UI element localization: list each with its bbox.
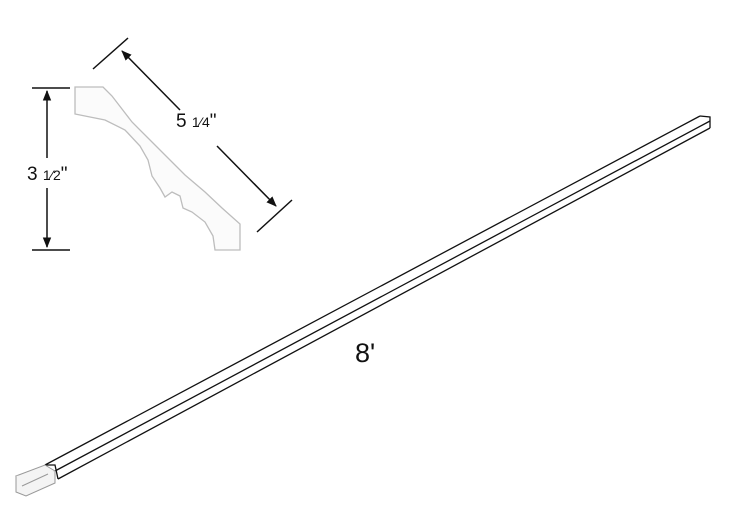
width-whole: 5 xyxy=(176,111,187,132)
width-fraction: 1⁄4 xyxy=(191,114,210,130)
width-dimension-lines xyxy=(92,37,293,233)
length-label: 8' xyxy=(355,338,376,368)
height-label: 3 1⁄2" xyxy=(27,164,68,186)
rail-end-profile xyxy=(15,464,57,497)
width-label: 5 1⁄4" xyxy=(176,111,217,133)
width-unit: " xyxy=(209,111,217,132)
height-unit: " xyxy=(60,164,68,185)
height-fraction: 1⁄2 xyxy=(42,167,61,183)
height-dimension-lines xyxy=(32,87,70,251)
height-whole: 3 xyxy=(27,164,38,185)
molding-length-rail xyxy=(44,115,711,480)
molding-profile xyxy=(74,86,241,251)
